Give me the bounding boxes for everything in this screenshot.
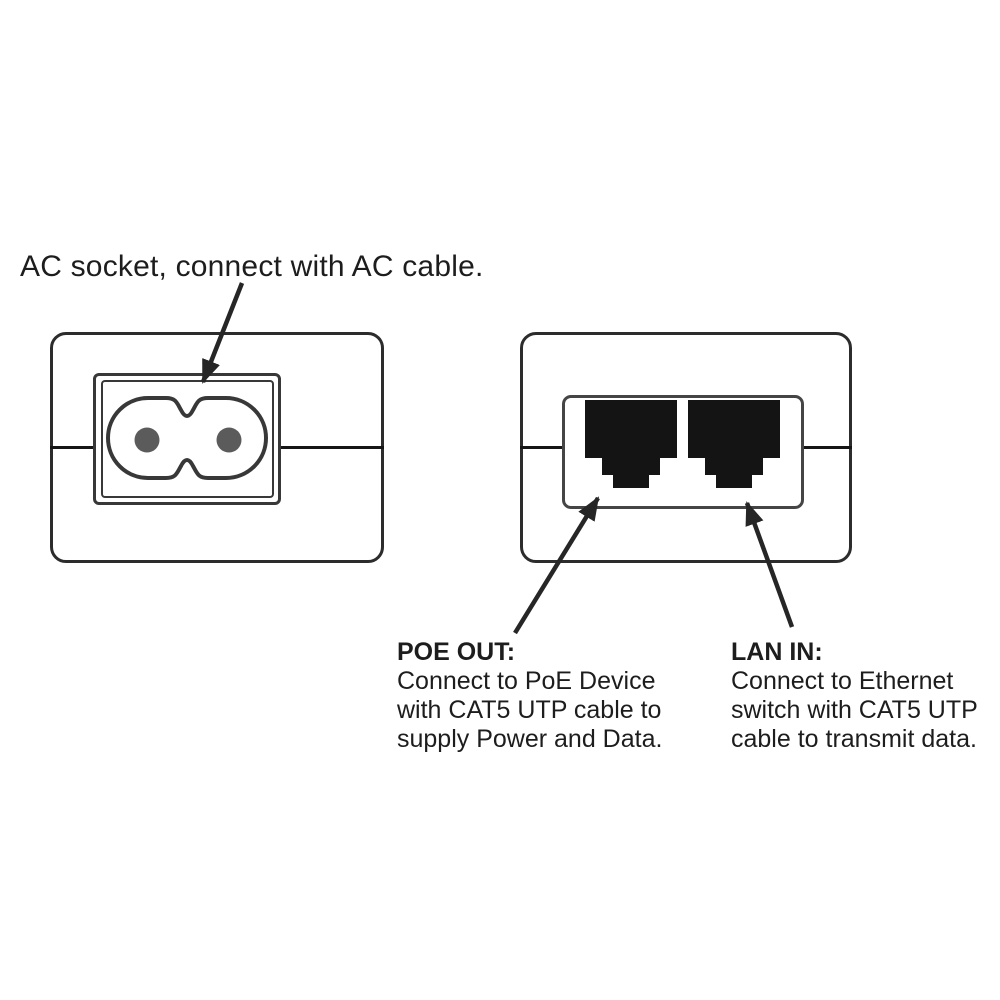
c8-ac-socket-icon xyxy=(106,396,268,480)
lan-in-note-line: switch with CAT5 UTP xyxy=(731,696,978,724)
c8-socket-outline xyxy=(106,396,268,480)
lan-in-note-line: Connect to Ethernet xyxy=(731,667,954,695)
poe-out-note: POE OUT: Connect to PoE Device with CAT5… xyxy=(397,638,662,754)
poe-out-note-title: POE OUT: xyxy=(397,638,516,666)
lan-in-note-title: LAN IN: xyxy=(731,638,823,666)
poe-out-note-line: with CAT5 UTP cable to xyxy=(397,696,662,724)
ac-socket-callout-label: AC socket, connect with AC cable. xyxy=(20,250,484,283)
ac-device-seam-line-left xyxy=(50,446,96,449)
ethernet-device-seam-line-right xyxy=(802,446,852,449)
ethernet-device-seam-line-left xyxy=(520,446,563,449)
ac-pin-right xyxy=(216,427,242,453)
poe-out-note-line: supply Power and Data. xyxy=(397,725,663,753)
poe-out-note-line: Connect to PoE Device xyxy=(397,667,656,695)
rj45-lan-in-port-icon xyxy=(688,400,780,488)
ac-pin-left xyxy=(134,427,160,453)
rj45-poe-out-port-icon xyxy=(585,400,677,488)
lan-in-note: LAN IN: Connect to Ethernet switch with … xyxy=(731,638,978,754)
lan-in-note-line: cable to transmit data. xyxy=(731,725,977,753)
ac-device-seam-line-right xyxy=(280,446,384,449)
